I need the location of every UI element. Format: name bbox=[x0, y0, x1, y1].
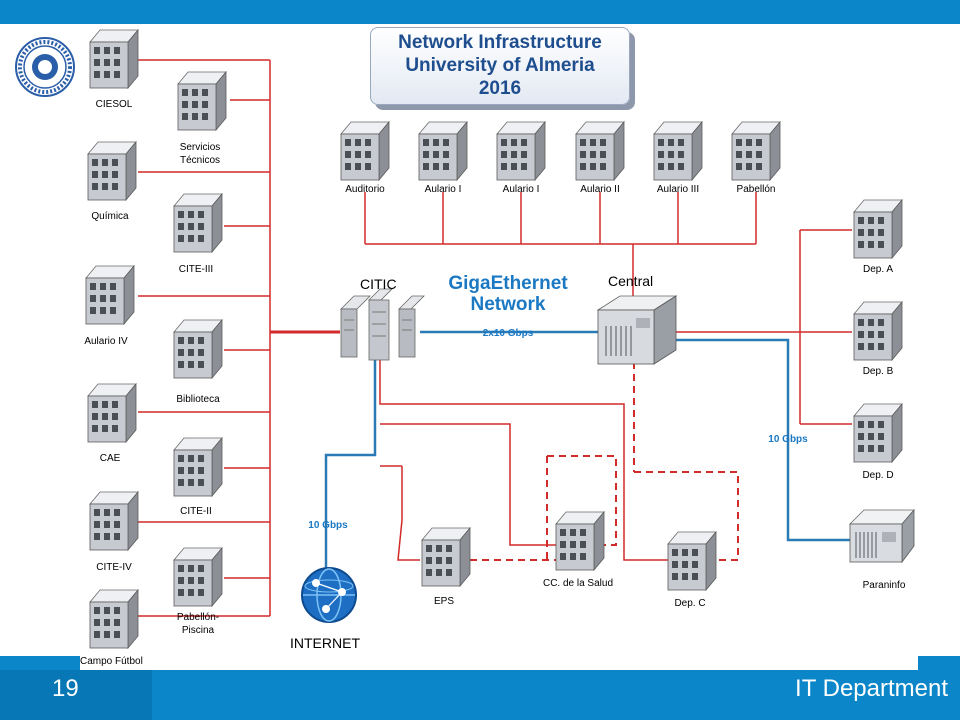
building-cae: CAE bbox=[87, 383, 137, 464]
building-servicios-tecnicos: Servicios Técnicos bbox=[177, 71, 227, 166]
title-line: Network Infrastructure bbox=[398, 32, 602, 53]
building-label: CIESOL bbox=[96, 99, 133, 110]
building-label: CITE-IV bbox=[96, 562, 132, 573]
building-dep-a: Dep. A bbox=[853, 199, 903, 275]
network-label: GigaEthernet bbox=[448, 273, 568, 294]
internet-label: INTERNET bbox=[290, 635, 360, 651]
citic-server-icon bbox=[340, 288, 425, 361]
building-label: Aulario I bbox=[425, 184, 462, 195]
building-aulario-iii: Aulario III bbox=[653, 121, 703, 195]
internet-globe-icon bbox=[301, 567, 357, 623]
title-line: 2016 bbox=[478, 78, 522, 99]
building-pabellon: Pabellón bbox=[731, 121, 781, 195]
building-label: Biblioteca bbox=[176, 394, 220, 405]
building-dep-b: Dep. B bbox=[853, 301, 903, 377]
network-label: Network bbox=[471, 294, 546, 315]
citic-label: CITIC bbox=[360, 276, 397, 292]
building-label: Técnicos bbox=[180, 155, 220, 166]
internet-speed-label: 10 Gbps bbox=[308, 520, 348, 531]
building-label: CAE bbox=[100, 453, 121, 464]
building-label-campo-futbol: Campo Fútbol bbox=[80, 656, 143, 667]
building-label: CC. de la Salud bbox=[543, 578, 613, 589]
building-quimica: Química bbox=[87, 141, 137, 222]
building-label: EPS bbox=[434, 596, 454, 607]
building-label: Auditorio bbox=[345, 184, 385, 195]
paraninfo-speed-label: 10 Gbps bbox=[768, 434, 808, 445]
building-aulario-iv: Aulario IV bbox=[84, 265, 135, 347]
building-cc-salud: CC. de la Salud bbox=[543, 511, 613, 589]
building-aulario-ii: Aulario II bbox=[575, 121, 625, 195]
paraninfo-label: Paraninfo bbox=[863, 580, 906, 591]
building-aulario-i-b: Aulario I bbox=[496, 121, 546, 195]
building-label: Aulario III bbox=[657, 184, 699, 195]
building-label: Aulario II bbox=[580, 184, 619, 195]
building-dep-c: Dep. C bbox=[667, 531, 717, 609]
building-label: Dep. B bbox=[863, 366, 894, 377]
network-diagram: CIESOL Servicios Técnicos Química CITE-I… bbox=[84, 29, 915, 651]
bottom-white-strip bbox=[80, 656, 918, 670]
building-label: Aulario I bbox=[503, 184, 540, 195]
building-eps: EPS bbox=[421, 527, 471, 607]
building-pabellon-piscina: Pabellón- Piscina bbox=[173, 547, 223, 636]
top-bar bbox=[0, 0, 960, 24]
backbone-speed-label: 2x10 Gbps bbox=[483, 328, 534, 339]
building-cite-ii: CITE-II bbox=[173, 437, 223, 517]
page-number: 19 bbox=[52, 675, 79, 702]
paraninfo-server-icon bbox=[849, 509, 915, 563]
central-server-icon bbox=[596, 295, 678, 365]
central-label: Central bbox=[608, 273, 653, 289]
building-label: Dep. C bbox=[674, 598, 705, 609]
university-seal-logo bbox=[14, 36, 76, 98]
footer-department: IT Department bbox=[795, 675, 948, 702]
building-cite-iii: CITE-III bbox=[173, 193, 223, 275]
building-biblioteca: Biblioteca bbox=[173, 319, 223, 405]
building-label: Aulario IV bbox=[84, 336, 128, 347]
building-auditorio: Auditorio bbox=[340, 121, 390, 195]
page-number-box bbox=[0, 670, 152, 720]
building-label: Pabellón bbox=[737, 184, 776, 195]
building-label: CITE-III bbox=[179, 264, 213, 275]
building-label: Pabellón- bbox=[177, 612, 219, 623]
building-cite-iv: CITE-IV bbox=[89, 491, 139, 573]
building-label: Química bbox=[91, 211, 129, 222]
building-ciesol: CIESOL bbox=[89, 29, 139, 110]
building-label: CITE-II bbox=[180, 506, 212, 517]
title-line: University of Almeria bbox=[405, 55, 595, 76]
building-label: Servicios bbox=[180, 142, 221, 153]
building-label: Piscina bbox=[182, 625, 215, 636]
building-aulario-i: Aulario I bbox=[418, 121, 468, 195]
building-label: Dep. A bbox=[863, 264, 893, 275]
building-campo-futbol bbox=[89, 589, 139, 649]
building-dep-d: Dep. D bbox=[853, 403, 903, 481]
diagram-title-box: Network Infrastructure University of Alm… bbox=[370, 27, 630, 105]
building-label: Dep. D bbox=[862, 470, 893, 481]
